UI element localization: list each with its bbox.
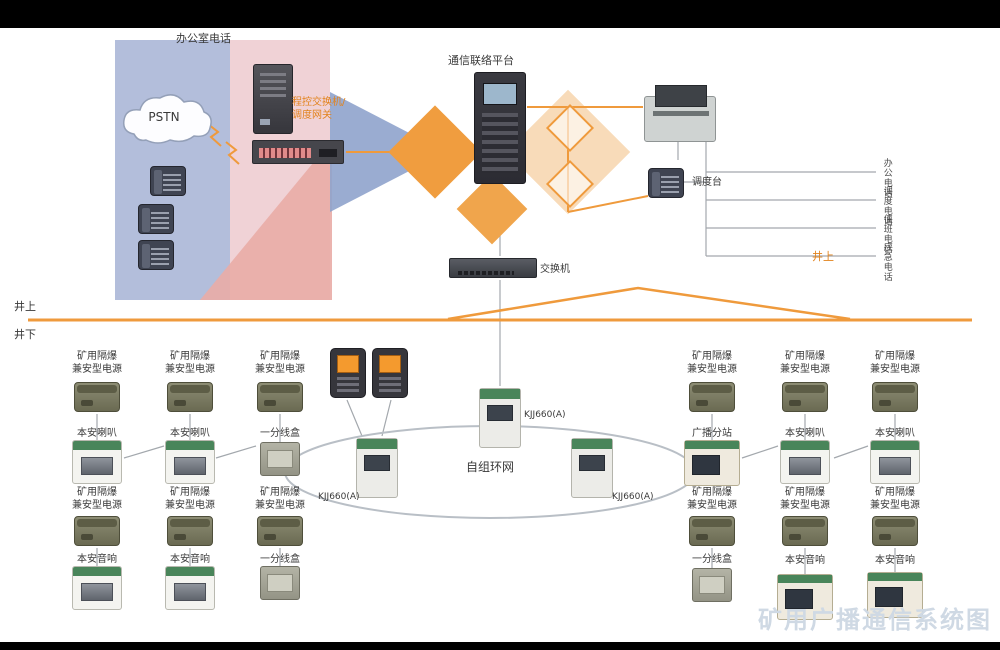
power-supply-icon <box>167 382 213 412</box>
kjj660-cabinet-icon-left <box>356 438 398 498</box>
power-supply-label: 矿用隔爆兼安型电源 <box>870 487 920 511</box>
kjj660-label-left: KJJ660(A) <box>318 492 360 502</box>
power-supply-icon <box>257 382 303 412</box>
power-supply-icon <box>167 516 213 546</box>
power-supply-icon <box>782 516 828 546</box>
sound-box-label: 本安音响 <box>77 554 117 565</box>
pbx-tower-icon <box>253 64 293 134</box>
surface-label-left: 井上 <box>14 300 36 313</box>
power-supply-label: 矿用隔爆兼安型电源 <box>687 351 737 375</box>
junction-box-icon <box>260 442 300 476</box>
sound-station-icon <box>867 572 923 618</box>
power-supply-icon <box>689 382 735 412</box>
sound-box-icon <box>165 566 215 610</box>
ethernet-switch-label: 交换机 <box>540 264 570 275</box>
platform-label: 通信联络平台 <box>448 54 514 67</box>
power-supply-icon <box>872 516 918 546</box>
power-supply-label: 矿用隔爆兼安型电源 <box>870 351 920 375</box>
office-phone-icon-1 <box>150 166 186 196</box>
power-supply-label: 矿用隔爆兼安型电源 <box>165 351 215 375</box>
sound-box-icon <box>72 566 122 610</box>
watermark-text: 矿用广播通信系统图 <box>758 606 992 634</box>
power-supply-label: 矿用隔爆兼安型电源 <box>780 351 830 375</box>
office-phone-icon-3 <box>138 240 174 270</box>
dispatch-printer-icon <box>644 85 716 142</box>
speaker-box-icon <box>780 440 830 484</box>
speaker-label: 本安喇叭 <box>875 428 915 439</box>
sound-box-label: 本安音响 <box>785 555 825 566</box>
sound-station-icon <box>777 574 833 620</box>
power-supply-label: 矿用隔爆兼安型电源 <box>72 487 122 511</box>
sound-box-label: 本安音响 <box>875 555 915 566</box>
junction-box-label: 一分线盒 <box>692 554 732 565</box>
speaker-label: 本安喇叭 <box>785 428 825 439</box>
speaker-box-icon <box>72 440 122 484</box>
dispatch-console-label: 调度台 <box>692 177 722 188</box>
kjj660-label-center: KJJ660(A) <box>524 410 566 420</box>
power-supply-label: 矿用隔爆兼安型电源 <box>255 351 305 375</box>
broadcast-station-icon <box>684 440 740 486</box>
junction-box-label: 一分线盒 <box>260 428 300 439</box>
speaker-label: 本安喇叭 <box>77 428 117 439</box>
power-supply-label: 矿用隔爆兼安型电源 <box>165 487 215 511</box>
phone-line-label-3: 值班电话 <box>881 214 892 254</box>
power-supply-label: 矿用隔爆兼安型电源 <box>72 351 122 375</box>
speaker-box-icon <box>870 440 920 484</box>
comm-platform-server-icon <box>474 72 526 184</box>
dispatch-phone-icon <box>648 168 684 198</box>
phone-line-label-1: 办公电话 <box>881 158 892 198</box>
junction-box-label: 一分线盒 <box>260 554 300 565</box>
power-supply-icon <box>872 382 918 412</box>
pbx-gateway-label: 程控交换机/ 调度网关 <box>292 97 346 121</box>
power-supply-icon <box>74 382 120 412</box>
kjj660-cabinet-icon-right <box>571 438 613 498</box>
kjj660-cabinet-icon-center <box>479 388 521 448</box>
pstn-cloud-icon <box>122 94 212 144</box>
surface-label-right: 井上 <box>812 250 834 263</box>
power-supply-icon <box>782 382 828 412</box>
office-phone-label: 办公室电话 <box>176 32 231 45</box>
phone-line-label-2: 调度电话 <box>881 186 892 226</box>
mine-handset-icon-1 <box>330 348 366 398</box>
power-supply-label: 矿用隔爆兼安型电源 <box>255 487 305 511</box>
phone-line-label-4: 应急电话 <box>881 242 892 282</box>
power-supply-icon <box>74 516 120 546</box>
office-phone-icon-2 <box>138 204 174 234</box>
power-supply-icon <box>689 516 735 546</box>
ethernet-switch-icon <box>449 258 537 278</box>
voice-gateway-icon <box>252 140 344 164</box>
mine-handset-icon-2 <box>372 348 408 398</box>
power-supply-label: 矿用隔爆兼安型电源 <box>687 487 737 511</box>
speaker-label: 本安喇叭 <box>170 428 210 439</box>
underground-label-left: 井下 <box>14 328 36 341</box>
power-supply-icon <box>257 516 303 546</box>
bottom-letterbox <box>0 642 1000 650</box>
top-letterbox <box>0 0 1000 28</box>
lightning-icon <box>207 123 240 165</box>
broadcast-station-label: 广播分站 <box>692 428 732 439</box>
junction-box-icon <box>692 568 732 602</box>
power-supply-label: 矿用隔爆兼安型电源 <box>780 487 830 511</box>
kjj660-label-right: KJJ660(A) <box>612 492 654 502</box>
pstn-label: PSTN <box>148 110 180 124</box>
junction-box-icon <box>260 566 300 600</box>
speaker-box-icon <box>165 440 215 484</box>
sound-box-label: 本安音响 <box>170 554 210 565</box>
ring-network-label: 自组环网 <box>465 460 514 474</box>
